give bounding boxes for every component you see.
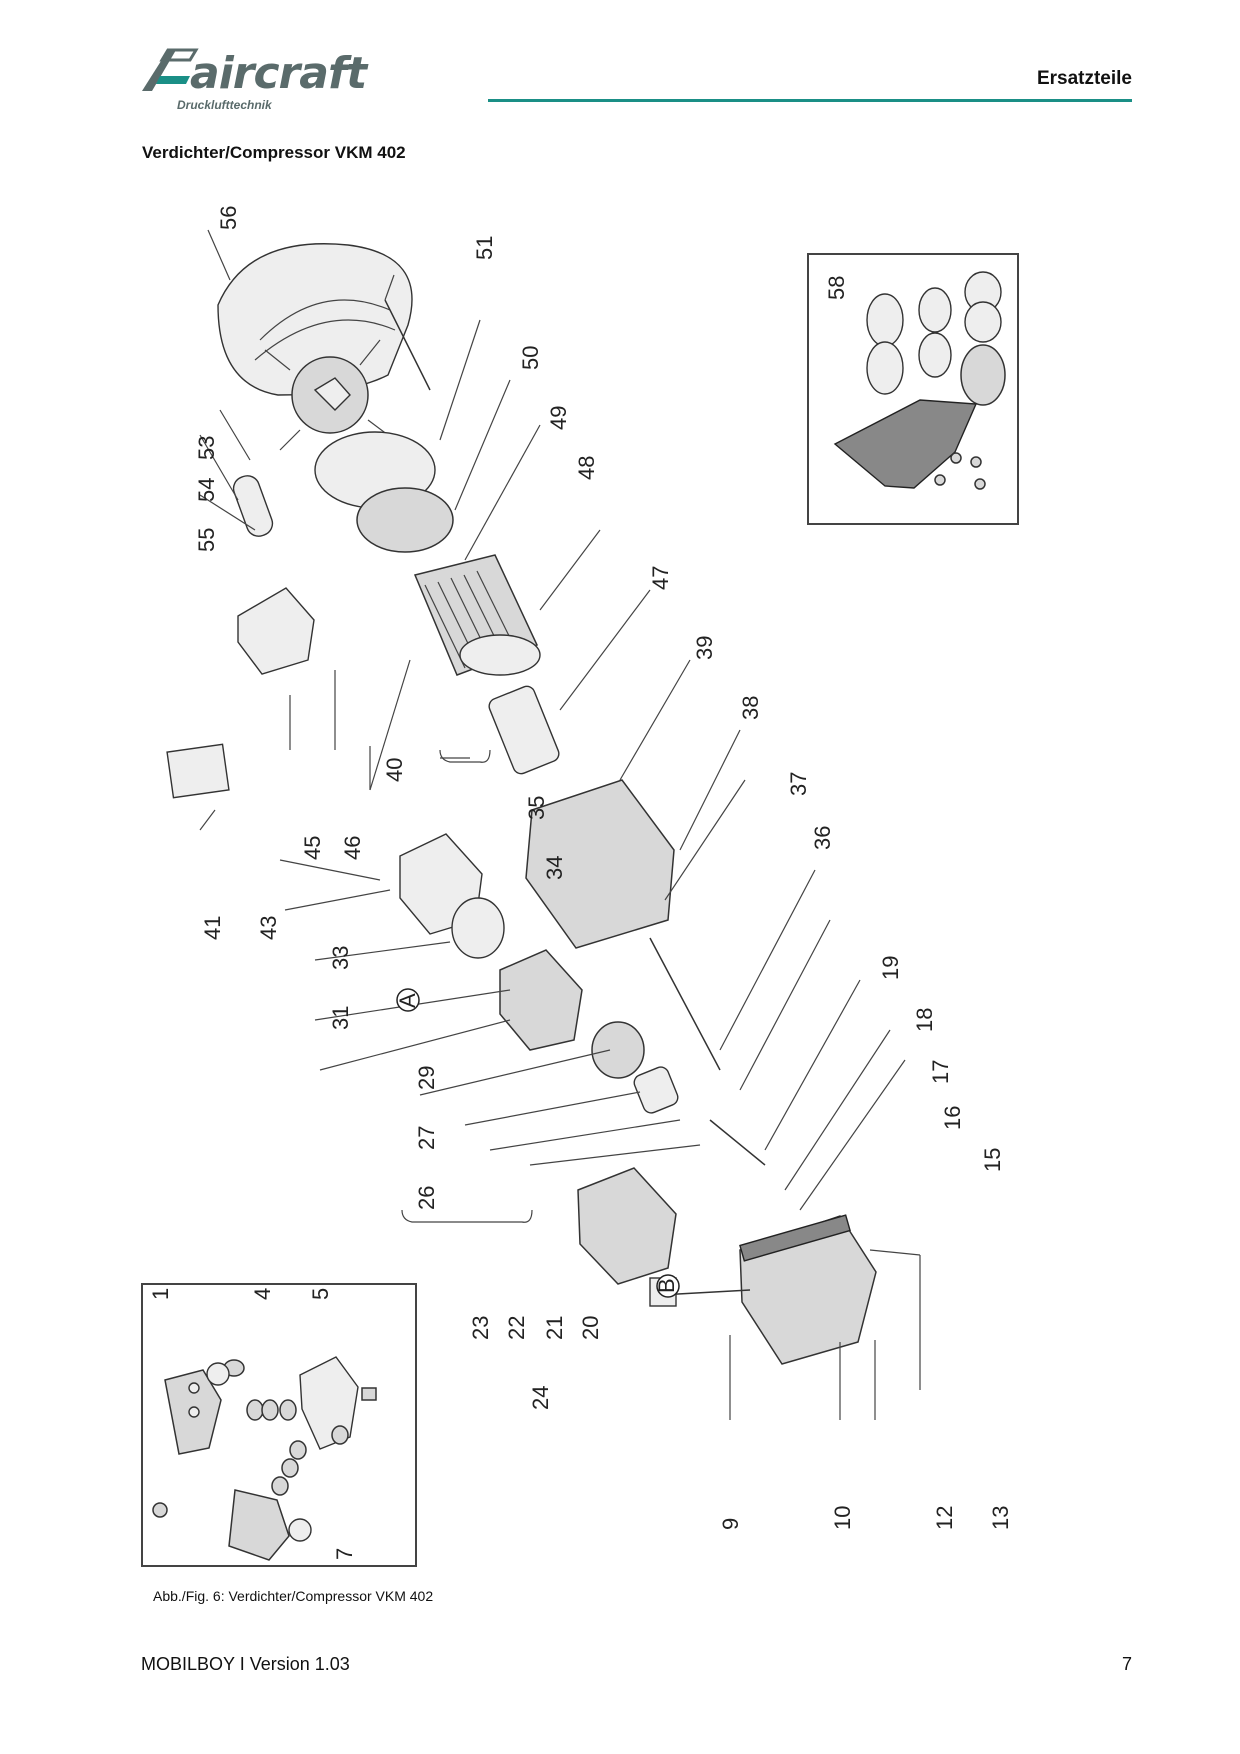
part-label: 18 bbox=[912, 1008, 937, 1032]
part-label: 34 bbox=[542, 856, 567, 880]
terminal-box bbox=[237, 587, 315, 675]
connecting-rod bbox=[709, 1119, 766, 1166]
footer-page-number: 7 bbox=[1121, 1654, 1132, 1674]
logo-mark-icon bbox=[142, 48, 199, 91]
part-label: 27 bbox=[414, 1126, 439, 1150]
part-label: 9 bbox=[718, 1518, 743, 1530]
logo-wordmark: aircraft bbox=[190, 48, 367, 99]
part-label: 55 bbox=[194, 528, 219, 552]
part-label: 54 bbox=[194, 478, 219, 502]
part-label: 20 bbox=[578, 1316, 603, 1340]
part-label: 13 bbox=[988, 1506, 1013, 1530]
part-label: 37 bbox=[786, 772, 811, 796]
cover-gasket bbox=[739, 1214, 851, 1262]
footer-document-version: MOBILBOY I Version 1.03 bbox=[141, 1654, 350, 1674]
part-label: 31 bbox=[328, 1006, 353, 1030]
part-label: 23 bbox=[468, 1316, 493, 1340]
part-label: 21 bbox=[542, 1316, 567, 1340]
leader-lines bbox=[199, 229, 921, 1420]
part-label: 36 bbox=[810, 826, 835, 850]
crankshaft bbox=[649, 937, 721, 1071]
part-label: 53 bbox=[194, 436, 219, 460]
part-label: 10 bbox=[830, 1506, 855, 1530]
section-title: Verdichter/Compressor VKM 402 bbox=[142, 143, 406, 162]
crankcase bbox=[525, 779, 675, 949]
part-label: 35 bbox=[524, 796, 549, 820]
marker-a: A bbox=[395, 988, 420, 1012]
part-label: 40 bbox=[382, 758, 407, 782]
cylinder-head-b bbox=[577, 1167, 677, 1285]
brand-logo: aircraft Drucklufttechnik bbox=[140, 46, 380, 112]
part-label: 47 bbox=[648, 566, 673, 590]
part-label: 51 bbox=[472, 236, 497, 260]
piston bbox=[633, 1066, 679, 1114]
piston-rings bbox=[591, 1021, 645, 1079]
part-label: 17 bbox=[928, 1060, 953, 1084]
part-label: 41 bbox=[200, 916, 225, 940]
part-label: 19 bbox=[878, 956, 903, 980]
part-label: 7 bbox=[332, 1548, 357, 1560]
part-label: 43 bbox=[256, 916, 281, 940]
part-label: 39 bbox=[692, 636, 717, 660]
motor-rotor bbox=[488, 685, 560, 775]
fan-cover bbox=[217, 243, 413, 396]
end-flange bbox=[356, 487, 454, 553]
cylinder bbox=[499, 949, 583, 1051]
part-label: 46 bbox=[340, 836, 365, 860]
part-label: 58 bbox=[824, 276, 849, 300]
logo-subtitle: Drucklufttechnik bbox=[177, 98, 272, 112]
capacitor bbox=[232, 475, 274, 537]
part-label: 16 bbox=[940, 1106, 965, 1130]
part-label: 26 bbox=[414, 1186, 439, 1210]
part-label: 15 bbox=[980, 1148, 1005, 1172]
svg-text:B: B bbox=[654, 1278, 679, 1293]
part-label: 49 bbox=[546, 406, 571, 430]
tie-bolt bbox=[384, 299, 431, 391]
valve-head-parts bbox=[152, 1356, 377, 1561]
part-label: 22 bbox=[504, 1316, 529, 1340]
part-label: 5 bbox=[308, 1288, 333, 1300]
exploded-view-diagram: 1 4 5 7 9 10 12 13 15 16 17 18 19 20 21 … bbox=[141, 206, 1019, 1567]
part-label: 33 bbox=[328, 946, 353, 970]
part-label: 1 bbox=[148, 1288, 173, 1300]
part-number-labels: 1 4 5 7 9 10 12 13 15 16 17 18 19 20 21 … bbox=[148, 206, 1013, 1560]
part-label: 38 bbox=[738, 696, 763, 720]
part-label: 48 bbox=[574, 456, 599, 480]
part-label: 12 bbox=[932, 1506, 957, 1530]
header-divider bbox=[488, 99, 1132, 102]
valve-plate bbox=[451, 897, 505, 959]
part-label: 4 bbox=[250, 1288, 275, 1300]
figure-caption: Abb./Fig. 6: Verdichter/Compressor VKM 4… bbox=[153, 1588, 434, 1604]
page-header-title: Ersatzteile bbox=[1036, 68, 1132, 89]
part-label: 50 bbox=[518, 346, 543, 370]
svg-text:A: A bbox=[395, 993, 420, 1008]
part-label: 56 bbox=[216, 206, 241, 230]
part-label: 29 bbox=[414, 1066, 439, 1090]
part-label: 45 bbox=[300, 836, 325, 860]
part-label: 24 bbox=[528, 1386, 553, 1410]
gasket-kit-parts bbox=[833, 271, 1006, 490]
marker-b: B bbox=[654, 1274, 680, 1298]
motor-stator bbox=[413, 554, 541, 676]
terminal-cover bbox=[166, 743, 230, 799]
fan-wheel bbox=[264, 339, 393, 451]
